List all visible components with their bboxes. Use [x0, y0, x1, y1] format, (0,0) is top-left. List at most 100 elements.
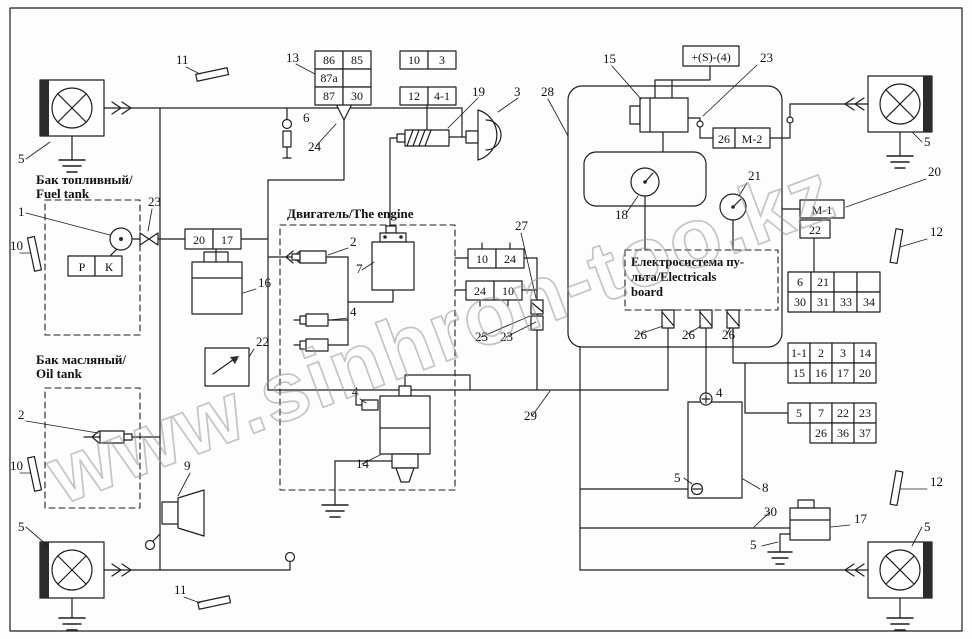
- callout-5: 5: [924, 519, 931, 534]
- gauge-18: [630, 167, 660, 197]
- table-cell: 22: [837, 406, 849, 420]
- board-connector-26: [661, 309, 675, 329]
- connector-27: [530, 299, 544, 331]
- pin-tables: 86 85 87a 87 30 10 3 12 4-1 10 24 24: [67, 45, 881, 444]
- arrow-right-icon: [121, 101, 132, 115]
- callout-23: 23: [760, 50, 773, 65]
- table-cell: М-2: [742, 132, 763, 146]
- connector-table-10-24: 10 24: [467, 242, 525, 269]
- components: [26, 67, 933, 631]
- arrow-left-icon: [854, 563, 865, 577]
- pin-table-1: 6 21 30 31 33 34: [787, 271, 881, 313]
- callout-1: 1: [18, 204, 25, 219]
- engine-title: Двигатель/The engine: [287, 206, 414, 221]
- flasher-22: [204, 347, 250, 387]
- table-cell: 4-1: [434, 89, 450, 103]
- terminal: [284, 551, 296, 563]
- arrow-right-icon: [121, 563, 132, 577]
- fuel-tank-box: [44, 199, 141, 336]
- callout-21: 21: [748, 168, 761, 183]
- callout-5: 5: [18, 151, 25, 166]
- callout-9: 9: [184, 458, 191, 473]
- table-cell: 30: [351, 89, 363, 103]
- oil-plug: [99, 430, 133, 444]
- section-titles: Бак топливный/ Fuel tank Бак масляный/ O…: [36, 172, 744, 381]
- table-cell: 24: [504, 252, 516, 266]
- table-cell: 24: [474, 284, 486, 298]
- callout-24: 24: [308, 139, 322, 154]
- callout-5: 5: [18, 519, 25, 534]
- board-connector-26: [726, 309, 740, 329]
- wire-from-relay-connector: [267, 119, 345, 391]
- callout-5: 5: [674, 470, 681, 485]
- table-cell: 14: [859, 346, 871, 360]
- arrow-right-icon: [111, 101, 122, 115]
- engine-plug: [291, 250, 327, 264]
- table-cell: 86: [323, 53, 335, 67]
- callout-10: 10: [10, 238, 23, 253]
- callout-2: 2: [350, 234, 357, 249]
- table-cell: 3: [439, 53, 445, 67]
- pin-table-3: 5 7 22 23 26 36 37: [787, 402, 877, 444]
- table-cell: 2: [818, 346, 824, 360]
- generator-terminal-box: +(S)-(4): [682, 45, 740, 67]
- connector-table-24-10: 24 10: [465, 280, 523, 307]
- callout-20: 20: [928, 164, 941, 179]
- terminal: [786, 116, 794, 124]
- table-cell: М-1: [812, 203, 833, 217]
- board-title-line1: Електросистема пу-: [631, 255, 744, 269]
- table-cell: 16: [815, 366, 827, 380]
- callout-17: 17: [854, 511, 868, 526]
- arrow-left-icon: [285, 250, 294, 264]
- ignition-coil: [371, 225, 415, 291]
- callout-3: 3: [514, 84, 521, 99]
- resistor-bar-10: [26, 455, 43, 492]
- table-cell: 87: [323, 89, 335, 103]
- callout-28: 28: [541, 84, 554, 99]
- headlamp: [465, 109, 502, 161]
- callout-14: 14: [356, 456, 370, 471]
- table-cell: 6: [797, 275, 803, 289]
- table-cell: +(S)-(4): [691, 50, 730, 64]
- table-cell: 21: [817, 275, 829, 289]
- spark-plug: [293, 313, 329, 327]
- table-cell: 30: [794, 295, 806, 309]
- callout-19: 19: [472, 84, 485, 99]
- callout-numbers: 5 11 13 24 6 19 3 28 15 23 5 20 12 21 18…: [10, 50, 943, 597]
- table-cell: 10: [408, 53, 420, 67]
- resistor-bar-12: [889, 228, 904, 265]
- callout-8: 8: [762, 480, 769, 495]
- callout-23: 23: [148, 194, 161, 209]
- terminal: [144, 539, 156, 551]
- callout-4: 4: [350, 304, 357, 319]
- table-cell: 33: [840, 295, 852, 309]
- bowtie-connector: [139, 232, 159, 246]
- table-cell: 10: [476, 252, 488, 266]
- regulator-15: [629, 97, 689, 133]
- callout-5: 5: [750, 537, 757, 552]
- sensor-19: [396, 129, 450, 147]
- table-cell: К: [105, 260, 114, 274]
- worklamp-bottom-left: [39, 541, 105, 631]
- arrow-left-icon: [844, 563, 855, 577]
- callout-4: 4: [716, 385, 723, 400]
- relay-pin-table-a: 86 85 87a 87 30: [314, 50, 372, 106]
- starter-plug: [361, 399, 379, 411]
- callout-12: 12: [930, 224, 943, 239]
- callout-23: 23: [500, 329, 513, 344]
- connector-table-20-17: 20 17: [184, 228, 242, 250]
- callout-10: 10: [10, 458, 23, 473]
- relay-17: [767, 499, 831, 565]
- worklamp-bottom-right: [867, 541, 933, 631]
- callout-4: 4: [352, 384, 359, 399]
- resistor-bar-10: [26, 235, 43, 272]
- connector-arrows: [91, 97, 865, 577]
- callout-30: 30: [764, 504, 777, 519]
- resistor-bar-11: [197, 595, 232, 610]
- pin-table-2: 1-1 2 3 14 15 16 17 20: [787, 342, 877, 384]
- table-cell: 85: [351, 53, 363, 67]
- panel-inner-outline: [583, 151, 707, 207]
- table-cell: 36: [837, 426, 849, 440]
- callout-16: 16: [258, 275, 272, 290]
